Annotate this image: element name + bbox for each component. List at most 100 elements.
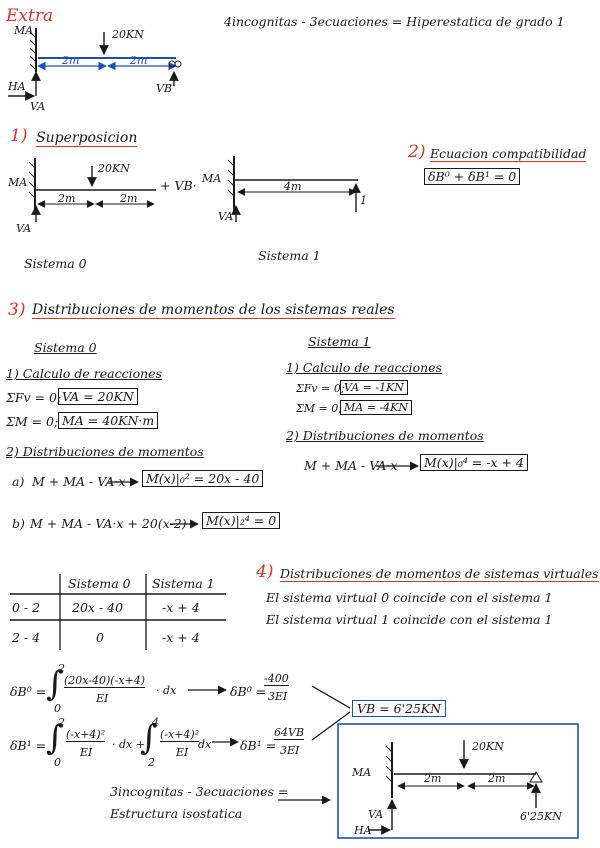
s1-m-res: MA = -4KN [340, 400, 412, 415]
d0-den: EI [96, 692, 109, 705]
d0-lhs: δB⁰ = [10, 684, 47, 699]
compat-equation: δB⁰ + δB¹ = 0 [424, 168, 521, 185]
top-span1: 2m [62, 54, 80, 67]
final-ma-label: MA [352, 766, 372, 779]
sec4-line2: El sistema virtual 1 coincide con el sis… [266, 612, 553, 627]
d1-u1: 2 [58, 716, 65, 729]
final-span1: 2m [424, 772, 442, 785]
sec3-number: 3) [8, 300, 26, 320]
final-vb-label: 6'25KN [520, 810, 562, 823]
s0-m-res: MA = 40KN·m [58, 412, 159, 429]
s1-fv: ΣFv = 0; [296, 382, 345, 395]
top-span2: 2m [130, 54, 148, 67]
table-header-s1: Sistema 1 [152, 576, 215, 591]
final-frame [337, 723, 579, 839]
sec4-line1: El sistema virtual 0 coincide con el sis… [266, 590, 553, 605]
table-header-s0: Sistema 0 [68, 576, 131, 591]
top-load-label: 20KN [112, 28, 144, 41]
top-beam-diagram [8, 28, 182, 101]
s1-unit: 1 [360, 194, 367, 207]
table-row1-s1: -x + 4 [162, 600, 200, 615]
s1-dist-title: 2) Distribuciones de momentos [286, 428, 484, 443]
table-row1-range: 0 - 2 [12, 600, 41, 615]
top-ma-label: MA [14, 24, 34, 37]
sec4-number: 4) [256, 562, 274, 582]
d1-den2: EI [176, 746, 189, 759]
s1-span: 4m [284, 180, 302, 193]
final-va-label: VA [368, 808, 384, 821]
top-vb-label: VB [156, 82, 173, 95]
d0-res-lhs: δB⁰ = [230, 684, 267, 699]
s0-m: ΣM = 0; [6, 414, 59, 429]
final-load-label: 20KN [472, 740, 504, 753]
sec4-title: Distribuciones de momentos de sistemas v… [280, 566, 599, 582]
extra-tag: Extra [6, 6, 54, 26]
table-row1-s0: 20x - 40 [72, 600, 124, 615]
conclusion-line2: Estructura isostatica [110, 806, 243, 821]
d1-res-den: 3EI [280, 744, 300, 757]
d0-num: (20x-40)(-x+4) [64, 674, 146, 688]
table-row2-s1: -x + 4 [162, 630, 200, 645]
d1-dx2: dx [198, 738, 212, 751]
s0-a-label: a) [12, 474, 25, 489]
s0-title: Sistema 0 [34, 340, 97, 355]
d1-res-num: 64VB [274, 726, 305, 740]
d1-num2: (-x+4)² [160, 728, 200, 742]
s0-ma-label: MA [8, 176, 28, 189]
s0-fv: ΣFv = 0; [6, 390, 62, 405]
plus-vb: + VB· [160, 178, 197, 193]
s1-caption: Sistema 1 [258, 248, 321, 263]
s1-fv-res: VA = -1KN [340, 380, 408, 395]
d1-l2: 2 [148, 756, 155, 769]
d1-num1: (-x+4)² [66, 728, 106, 742]
s0-caption: Sistema 0 [24, 256, 87, 271]
s1-m: ΣM = 0; [296, 402, 342, 415]
vb-result: VB = 6'25KN [352, 700, 447, 717]
top-ha-label: HA [8, 80, 26, 93]
s1-title: Sistema 1 [308, 334, 371, 349]
s0-b-label: b) [12, 516, 25, 531]
d0-lower: 0 [54, 702, 61, 715]
d1-den1: EI [80, 746, 93, 759]
d0-res-num: -400 [264, 672, 289, 686]
d1-u2: 4 [152, 716, 159, 729]
s0-span2: 2m [120, 192, 138, 205]
sec1-title: Superposicion [36, 130, 138, 147]
sec3-title: Distribuciones de momentos de los sistem… [32, 302, 395, 319]
system1-diagram [227, 156, 361, 222]
s0-va-label: VA [16, 222, 32, 235]
summary-line: 4incognitas - 3ecuaciones = Hiperestatic… [224, 14, 565, 29]
s0-fv-res: VA = 20KN [58, 388, 138, 405]
s0-span1: 2m [58, 192, 76, 205]
d0-upper: 2 [58, 662, 65, 675]
s1-reac-title: 1) Calculo de reacciones [286, 360, 442, 375]
d1-dx1: · dx + [112, 738, 145, 751]
top-va-label: VA [30, 100, 46, 113]
s0-load-label: 20KN [98, 162, 130, 175]
s0-a-eq: M + MA - VA·x [32, 474, 126, 489]
final-diagram [368, 740, 543, 835]
d1-integral-sign-2: ∫ [140, 718, 158, 758]
s0-a-res: M(x)|₀² = 20x - 40 [142, 470, 264, 487]
s1-eq: M + MA - VA·x [304, 458, 398, 473]
s0-b-eq: M + MA - VA·x + 20(x-2) [30, 516, 187, 531]
s0-dist-title: 2) Distribuciones de momentos [6, 444, 204, 459]
d1-res-lhs: δB¹ = [240, 738, 277, 753]
sec2-title: Ecuacion compatibilidad [430, 146, 587, 162]
d1-lhs: δB¹ = [10, 738, 47, 753]
d1-l1: 0 [54, 756, 61, 769]
s0-b-res: M(x)|₂⁴ = 0 [202, 512, 281, 529]
table-row2-s0: 0 [96, 630, 104, 645]
d0-dx: · dx [156, 684, 177, 697]
s0-reac-title: 1) Calculo de reacciones [6, 366, 162, 381]
system0-diagram [28, 158, 156, 222]
d1-integral-sign-1: ∫ [46, 718, 64, 758]
d0-res-den: 3EI [268, 690, 288, 703]
sec2-number: 2) [408, 142, 426, 162]
final-span2: 2m [488, 772, 506, 785]
s1-res: M(x)|₀⁴ = -x + 4 [420, 454, 528, 471]
s1-va-label: VA [218, 210, 234, 223]
d0-integral-sign: ∫ [46, 664, 64, 704]
sec1-number: 1) [10, 126, 28, 146]
